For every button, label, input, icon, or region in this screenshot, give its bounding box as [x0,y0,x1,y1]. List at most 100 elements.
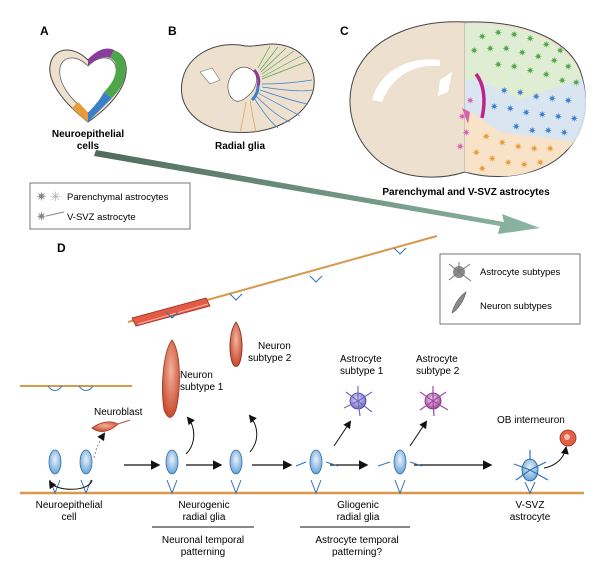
parenchymal-astrocyte-icon: ✷ [36,189,47,204]
svg-text:✷: ✷ [558,76,566,87]
svg-text:✷: ✷ [510,30,518,41]
stage-vsvz-line2: astrocyte [510,512,551,523]
stage-vsvz-line1: V-SVZ [516,500,545,511]
astrocyte-patterning-line1: Astrocyte temporal [315,535,398,546]
svg-text:✷: ✷ [534,52,542,63]
svg-text:✷: ✷ [522,108,530,119]
panel-a-caption-line2: cells [77,141,100,152]
stage-neurogenic-line1: Neurogenic [178,500,229,511]
neuroepithelial-cell-1 [47,385,63,495]
panel-a-caption-line1: Neuroepithelial [52,129,124,140]
lineage-arrow [94,150,540,234]
neuroblast-arrow [93,432,106,459]
svg-text:✷: ✷ [526,66,534,77]
svg-text:✷: ✷ [528,126,536,137]
stage-gliogenic-line1: Gliogenic [337,500,379,511]
panel-d-letter: D [57,241,66,255]
svg-text:✷: ✷ [472,148,480,159]
astrocyte-subtype-icon [448,262,472,282]
svg-text:✷: ✷ [564,62,572,73]
stage-gliogenic-line2: radial glia [337,512,380,523]
svg-text:✷: ✷ [544,126,552,137]
panel-b-letter: B [168,24,177,38]
panel-c-letter: C [340,24,349,38]
gliogenic-radial-glia-1 [295,275,339,495]
svg-text:✷: ✷ [564,96,572,107]
svg-text:✷: ✷ [478,164,486,175]
svg-text:✷: ✷ [536,158,544,169]
legend-top-label-2: V-SVZ astrocyte [67,212,136,223]
stage-neuroepithelial-line2: cell [61,512,76,523]
neuroepithelial-cell-2 [78,385,94,495]
svg-text:✷: ✷ [490,102,498,113]
neuronal-patterning-line1: Neuronal temporal [162,535,244,546]
astrocyte-subtype-2-label-line2: subtype 2 [416,366,460,377]
neuron-subtype-2-label-line1: Neuron [258,341,291,352]
neuron-2-arrow [248,414,258,453]
neuronal-patterning-line2: patterning [181,547,225,558]
parenchymal-astrocyte-icon-2: ✳ [50,189,61,204]
svg-text:✷: ✷ [548,94,556,105]
svg-text:✷: ✷ [520,160,528,171]
legend-d-label-1: Astrocyte subtypes [480,267,561,278]
svg-text:✷: ✷ [498,138,506,149]
astrocyte-subtype-1-label-line2: subtype 1 [340,366,384,377]
svg-text:✷: ✷ [500,86,508,97]
panel-c-caption: Parenchymal and V-SVZ astrocytes [382,187,550,198]
svg-text:✷: ✷ [532,92,540,103]
svg-text:✷: ✷ [512,122,520,133]
svg-text:✷: ✷ [560,128,568,139]
svg-text:✷: ✷ [518,48,526,59]
svg-text:✷: ✷ [542,70,550,81]
svg-text:✷: ✷ [494,28,502,39]
svg-text:✷: ✷ [556,46,564,57]
vsvz-astrocyte-icon: ✷ [36,209,47,224]
symmetric-division-arrow [48,479,93,490]
svg-text:✷: ✷ [458,112,466,123]
svg-text:✷: ✷ [514,142,522,153]
svg-text:✷: ✷ [462,128,470,139]
svg-text:✷: ✷ [494,60,502,71]
adult-brain-section: ✷✷✷✷✷ ✷✷✷✷✷✷✷ ✷✷✷✷✷ ✷✷ ✷✷✷✷✷ ✷✷✷✷✷✷ ✷✷✷✷… [349,21,587,178]
astrocyte-patterning-line2: patterning? [332,547,382,558]
svg-text:✷: ✷ [488,154,496,165]
svg-text:✷: ✷ [572,78,580,89]
svg-text:✷: ✷ [526,34,534,45]
svg-text:✷: ✷ [466,96,474,107]
legend-top-label-1: Parenchymal astrocytes [67,192,169,203]
neuron-subtype-2-label-line2: subtype 2 [248,353,292,364]
astrocyte-subtype-2-cell [419,386,449,417]
legend-d-label-2: Neuron subtypes [480,301,552,312]
svg-text:✷: ✷ [554,112,562,123]
neuron-subtype-1-cell [162,339,180,418]
svg-text:✷: ✷ [482,132,490,143]
svg-text:✷: ✷ [486,44,494,55]
blood-vessel [131,297,211,327]
stage-neurogenic-line2: radial glia [183,512,226,523]
svg-text:✷: ✷ [470,46,478,57]
ob-interneuron-label: OB interneuron [497,415,565,426]
svg-text:✷: ✷ [506,104,514,115]
astrocyte-2-arrow [409,420,428,447]
legend-top: ✷ ✳ Parenchymal astrocytes ✷ V-SVZ astro… [29,182,191,230]
astrocyte-subtype-2-label-line1: Astrocyte [416,354,458,365]
svg-text:✷: ✷ [546,144,554,155]
neuroblast-cell [91,419,131,432]
svg-text:✷: ✷ [516,88,524,99]
neuroblast-label: Neuroblast [94,407,143,418]
panel-a-letter: A [40,24,49,38]
legend-d: Astrocyte subtypes Neuron subtypes [439,253,581,325]
vsvz-astrocyte-cell [513,450,549,495]
svg-text:✷: ✷ [504,158,512,169]
svg-text:✷: ✷ [530,144,538,155]
svg-text:✷: ✷ [542,40,550,51]
svg-text:✷: ✷ [570,114,578,125]
svg-text:✷: ✷ [538,110,546,121]
svg-text:✷: ✷ [510,62,518,73]
radial-glia-brain [181,43,315,134]
svg-text:✷: ✷ [502,44,510,55]
neuron-subtype-icon [451,291,467,314]
svg-text:✷: ✷ [550,56,558,67]
neuron-subtype-1-label-line2: subtype 1 [180,382,224,393]
